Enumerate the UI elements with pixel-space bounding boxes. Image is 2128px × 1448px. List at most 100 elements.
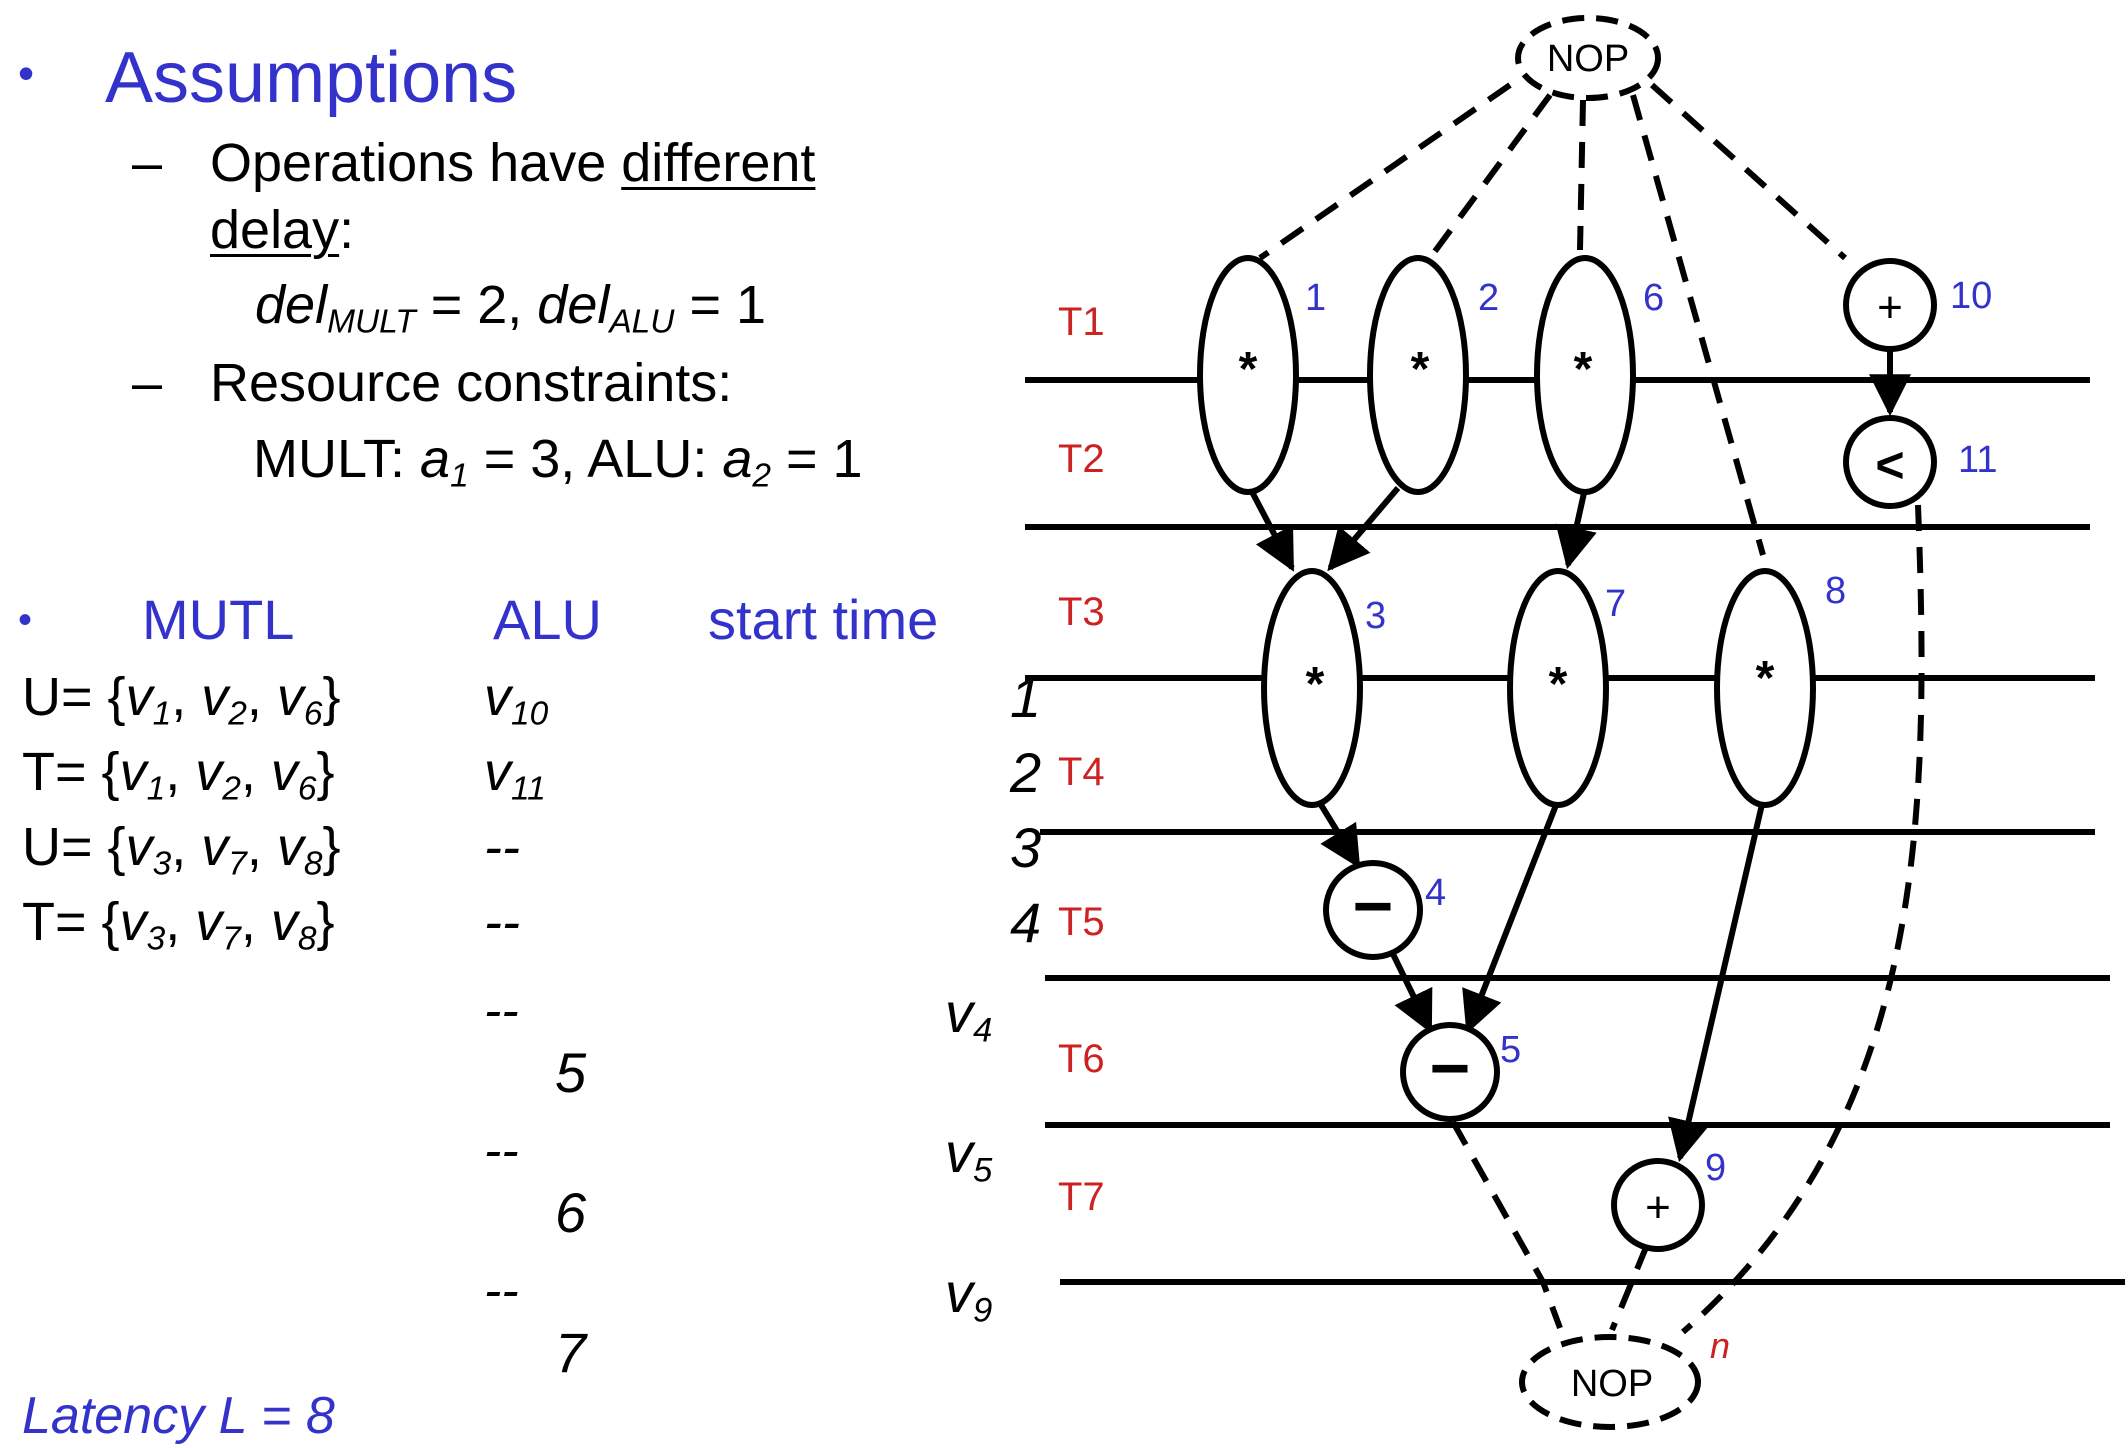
node-2-id: 2 bbox=[1478, 277, 1499, 319]
node-10-op: + bbox=[1877, 283, 1903, 332]
set-v3: v bbox=[270, 742, 298, 802]
sink-label: NOP bbox=[1571, 1363, 1653, 1405]
node-3-id: 3 bbox=[1365, 595, 1386, 637]
step-label-5: T5 bbox=[1058, 900, 1105, 944]
table-row: U= {v3, v7, v8} bbox=[22, 817, 341, 883]
constraint-a2-sub: 2 bbox=[752, 457, 772, 495]
node-11-op: < bbox=[1875, 437, 1904, 493]
set-close: } bbox=[316, 742, 335, 802]
constraint-values: MULT: a1 = 3, ALU: a2 = 1 bbox=[253, 429, 863, 493]
assumptions-heading: Assumptions bbox=[105, 38, 518, 118]
edge-8-9 bbox=[1668, 799, 1766, 1163]
edge-3-4 bbox=[1315, 798, 1361, 869]
edge-7-5 bbox=[1462, 798, 1561, 1034]
node-8-id: 8 bbox=[1825, 570, 1846, 612]
node-10-id: 10 bbox=[1950, 275, 1992, 317]
alu-dash-5: -- bbox=[484, 982, 519, 1040]
v-label-5: v5 bbox=[945, 1121, 993, 1190]
set-v3: v bbox=[270, 892, 298, 952]
start-time-cell: 4 bbox=[1010, 891, 1042, 954]
node-4-op: − bbox=[1353, 867, 1394, 945]
del-mult-sub: MULT bbox=[327, 303, 416, 341]
step-label-7: T7 bbox=[1058, 1175, 1105, 1219]
table-row: T= {v1, v2, v6} bbox=[22, 742, 335, 808]
header-alu: ALU bbox=[493, 588, 602, 651]
dash-item-1: – bbox=[132, 133, 163, 193]
set-v1-sub: 3 bbox=[152, 845, 172, 883]
step-label-2: T2 bbox=[1058, 437, 1105, 481]
edge-2-3 bbox=[1327, 486, 1401, 572]
constraint-a1: a bbox=[420, 429, 451, 489]
set-v1: v bbox=[125, 667, 153, 727]
alu-v-sub: 10 bbox=[511, 695, 549, 733]
node-4-id: 4 bbox=[1425, 872, 1446, 914]
set-label: U= { bbox=[22, 817, 126, 877]
set-v2-sub: 2 bbox=[228, 695, 247, 733]
step-label-4: T4 bbox=[1058, 750, 1105, 794]
source-node bbox=[1515, 15, 1661, 101]
set-v3-sub: 6 bbox=[297, 770, 317, 808]
sink-tag: n bbox=[1710, 1325, 1730, 1366]
set-label: T= { bbox=[22, 892, 120, 952]
set-v2-sub: 7 bbox=[228, 845, 247, 883]
edge-5-sink bbox=[1450, 1120, 1563, 1330]
node-6 bbox=[1534, 255, 1636, 495]
set-v2: v bbox=[195, 892, 223, 952]
item-delay-prefix: Operations have bbox=[210, 133, 622, 193]
dashed-edges bbox=[1258, 82, 1925, 1335]
constraint-a1-value: = 3, ALU: bbox=[468, 429, 723, 489]
v-label-9: v9 bbox=[945, 1261, 993, 1330]
node-1 bbox=[1197, 255, 1299, 495]
alu-v: v bbox=[484, 667, 511, 727]
set-v1-sub: 3 bbox=[146, 920, 166, 958]
set-v1: v bbox=[119, 742, 147, 802]
set-close: } bbox=[316, 892, 335, 952]
arrow-edges bbox=[1247, 350, 1911, 1163]
step-boundaries bbox=[1025, 377, 2125, 1285]
del-mult-label: del bbox=[255, 275, 328, 335]
alu-v: v bbox=[484, 742, 511, 802]
sink-node bbox=[1519, 1334, 1701, 1430]
alu-cell: -- bbox=[484, 817, 520, 877]
node-2 bbox=[1367, 255, 1469, 495]
start-time-cell: 2 bbox=[1010, 741, 1042, 804]
dash-item-2: – bbox=[132, 353, 163, 413]
node-7 bbox=[1507, 568, 1609, 808]
item-delay: Operations have different bbox=[210, 136, 815, 190]
alu-cell: -- bbox=[484, 892, 520, 952]
set-v3-sub: 6 bbox=[303, 695, 323, 733]
set-v1-sub: 1 bbox=[152, 695, 172, 733]
constraint-a2: a bbox=[722, 429, 753, 489]
alu-cell: v10 bbox=[484, 667, 548, 731]
node-5 bbox=[1400, 1022, 1500, 1122]
node-6-op: * bbox=[1574, 343, 1593, 396]
set-v3: v bbox=[276, 667, 304, 727]
header-mult: MUTL bbox=[142, 588, 295, 651]
node-11 bbox=[1843, 415, 1937, 509]
set-label: T= { bbox=[22, 742, 120, 802]
set-v2-sub: 2 bbox=[222, 770, 241, 808]
edge-source-8 bbox=[1630, 94, 1766, 556]
bullet-table: • bbox=[18, 598, 33, 642]
node-1-op: * bbox=[1239, 343, 1258, 396]
node-8-op: * bbox=[1756, 652, 1775, 705]
table-row: T= {v3, v7, v8} bbox=[22, 892, 335, 958]
set-v1: v bbox=[125, 817, 153, 877]
set-close: } bbox=[322, 667, 341, 727]
v-label-4: v4 bbox=[945, 981, 993, 1050]
node-9 bbox=[1611, 1158, 1705, 1252]
set-label: U= { bbox=[22, 667, 126, 727]
set-close: } bbox=[322, 817, 341, 877]
edge-9-sink bbox=[1609, 1243, 1650, 1332]
node-8 bbox=[1714, 568, 1816, 808]
set-v2: v bbox=[201, 667, 229, 727]
node-7-id: 7 bbox=[1605, 583, 1626, 625]
node-3-op: * bbox=[1306, 658, 1325, 711]
delay-values: delMULT = 2, delALU = 1 bbox=[255, 275, 766, 339]
alu-cell: v11 bbox=[484, 742, 546, 806]
set-v3: v bbox=[276, 817, 304, 877]
node-11-id: 11 bbox=[1958, 439, 1997, 481]
constraint-mult-prefix: MULT: bbox=[253, 429, 421, 489]
bullet-assumptions: • bbox=[18, 47, 35, 99]
